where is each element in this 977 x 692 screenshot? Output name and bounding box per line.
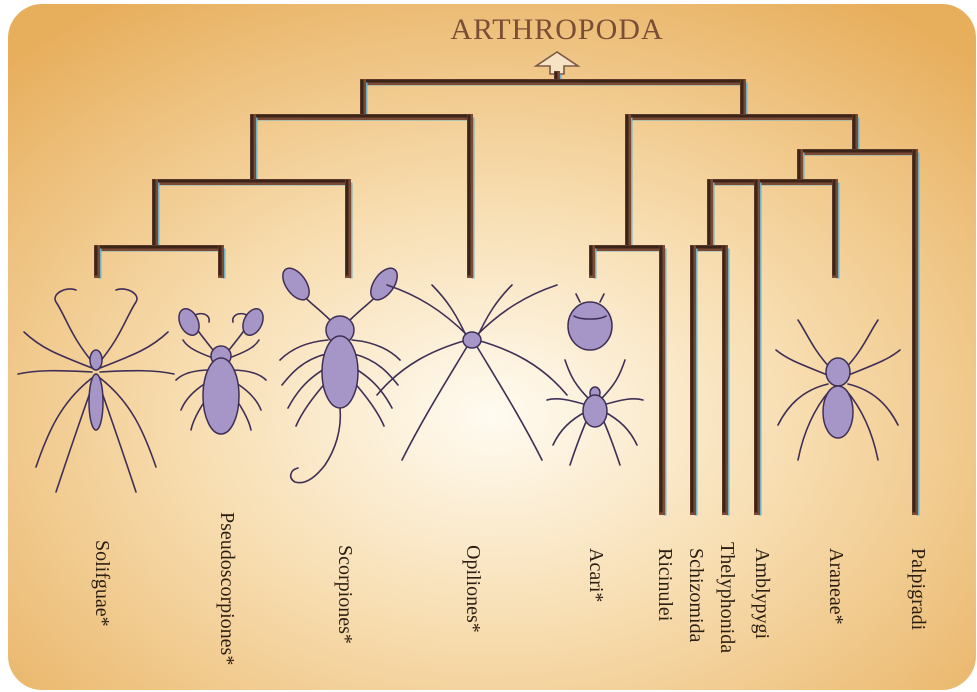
- taxon-label-pseudoscorpiones: Pseudoscorpiones*: [216, 512, 238, 665]
- taxon-label-ricinulei: Ricinulei: [654, 548, 676, 622]
- taxon-label-acari: Acari*: [585, 548, 607, 602]
- taxon-label-palpigradi: Palpigradi: [907, 548, 929, 631]
- taxon-label-schizomida: Schizomida: [685, 548, 707, 643]
- taxon-label-araneae: Araneae*: [825, 548, 847, 625]
- taxon-label-thelyphonida: Thelyphonida: [716, 542, 738, 653]
- taxon-label-scorpiones: Scorpiones*: [334, 545, 356, 644]
- taxon-label-amblypygi: Amblypygi: [751, 548, 773, 640]
- taxon-label-opiliones: Opiliones*: [462, 545, 484, 633]
- diagram-title: ARTHROPODA: [450, 13, 663, 46]
- taxon-label-solifugae: Solifguae*: [91, 540, 113, 627]
